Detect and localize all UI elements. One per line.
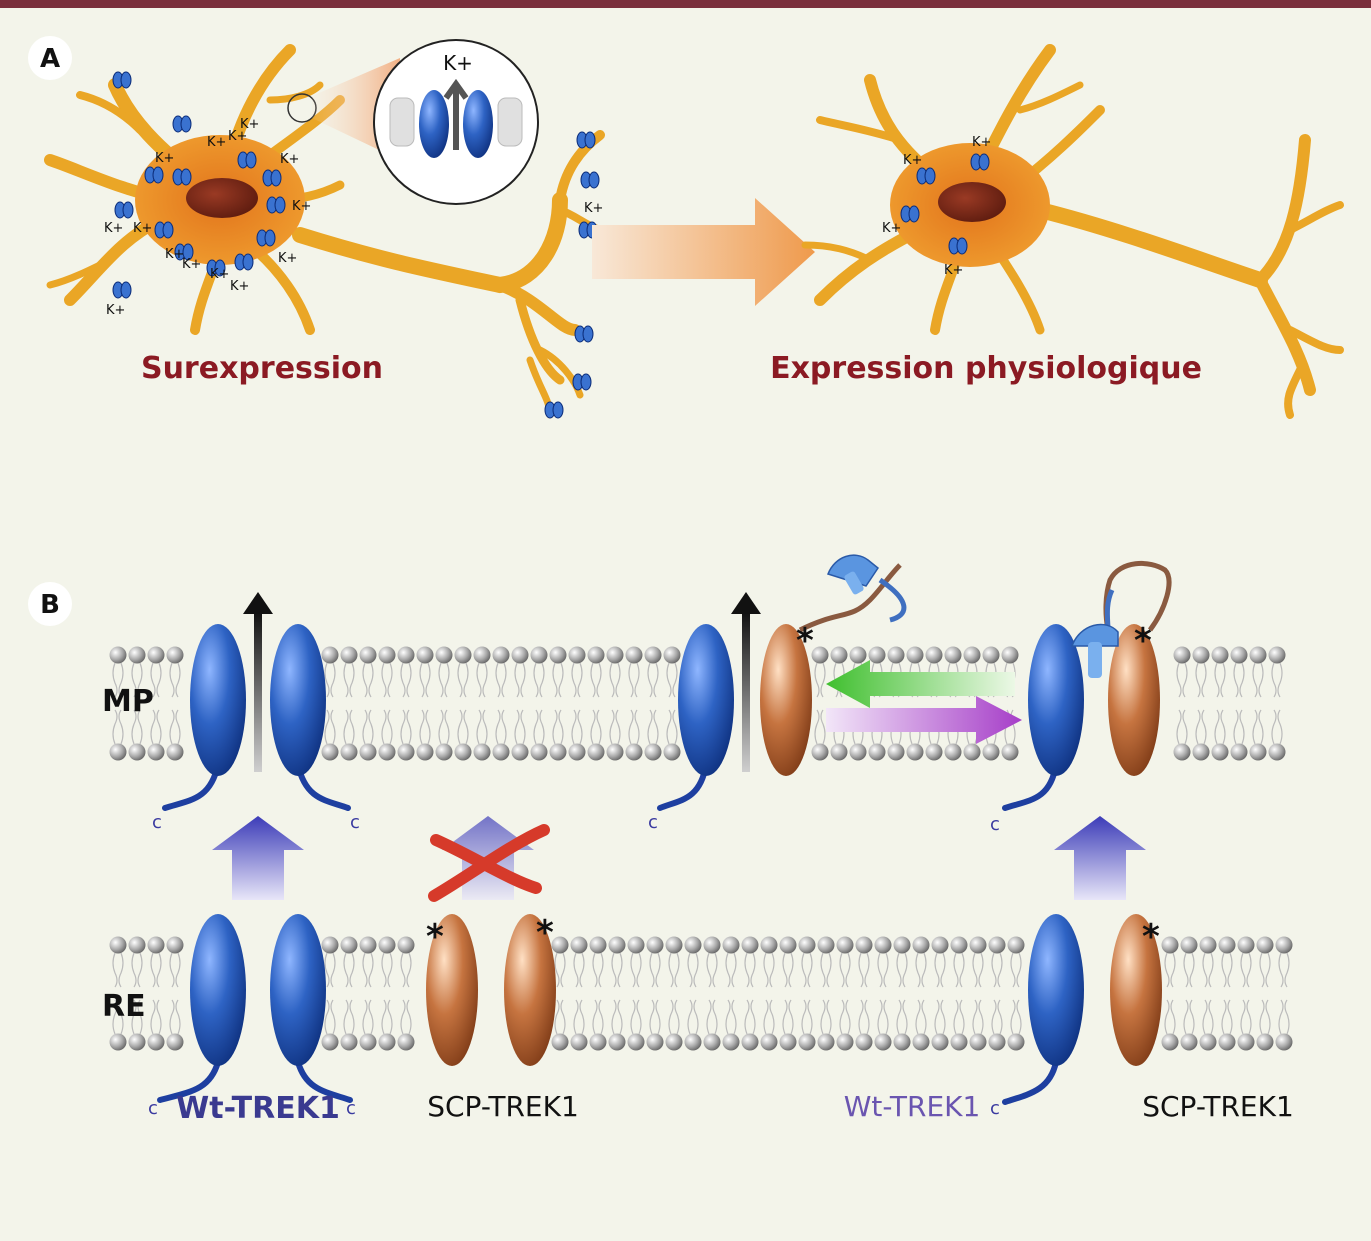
re-label: RE	[102, 989, 146, 1024]
reticulum-membrane	[109, 936, 1293, 1051]
inset-k-ion-label: K+	[443, 51, 473, 75]
k-ion-label: K+	[133, 221, 152, 236]
caption-surexpression: Surexpression	[141, 351, 383, 386]
k-ion-label: K+	[230, 279, 249, 294]
k-ion-label: K+	[292, 199, 311, 214]
k-ion-label: K+	[882, 221, 901, 236]
trafficking-arrow	[1054, 816, 1146, 900]
phospho-star: *	[1142, 917, 1160, 957]
panel-b-letter: B	[40, 590, 60, 620]
purple-arrow	[826, 696, 1022, 744]
c-terminal-label: c	[990, 1098, 1000, 1119]
mp-label: MP	[102, 684, 154, 719]
phospho-star: *	[796, 621, 814, 661]
blocked-trafficking	[428, 816, 550, 902]
label-scp-trek1-left: SCP-TREK1	[427, 1090, 579, 1123]
c-terminal-label: c	[346, 1098, 356, 1119]
channel-inset: K+	[373, 39, 539, 205]
phospho-star: *	[1134, 621, 1152, 661]
top-border	[0, 0, 1371, 8]
heterodimer-mp-open	[657, 554, 907, 811]
label-wt-trek1: Wt-TREK1	[844, 1090, 981, 1123]
wt-trek1-dimer-mp	[162, 592, 351, 811]
k-ion-label: K+	[106, 303, 125, 318]
heterodimer-mp-closed	[1002, 560, 1172, 811]
phospho-star: *	[426, 917, 444, 957]
k-ion-label: K+	[280, 152, 299, 167]
panel-b-badge	[28, 582, 72, 626]
k-ion-label: K+	[207, 135, 226, 150]
c-terminal-label: c	[148, 1098, 158, 1119]
phospho-star: *	[536, 913, 554, 953]
caption-expression-physiologique: Expression physiologique	[770, 351, 1202, 386]
c-terminal-label: c	[152, 812, 162, 833]
k-ion-label: K+	[972, 135, 991, 150]
k-ion-label: K+	[584, 201, 603, 216]
transition-arrow	[592, 198, 815, 306]
scp-trek1-dimer-re	[426, 914, 556, 1066]
wt-trek1-dimer-re	[157, 914, 353, 1103]
c-terminal-label: c	[990, 814, 1000, 835]
panel-a-letter: A	[40, 44, 60, 74]
heterodimer-re	[1002, 914, 1162, 1105]
c-terminal-label: c	[350, 812, 360, 833]
panel-a-badge	[28, 36, 72, 80]
c-terminal-label: c	[648, 812, 658, 833]
green-arrow	[826, 660, 1015, 708]
neuron-physiological: K+ K+ K+ K+	[801, 44, 1344, 419]
label-scp-trek1-right: SCP-TREK1	[1142, 1090, 1294, 1123]
k-ion-label: K+	[104, 221, 123, 236]
k-ion-label: K+	[182, 257, 201, 272]
k-ion-label: K+	[210, 267, 229, 282]
k-ion-label: K+	[165, 247, 184, 262]
label-wt-trek1-bold: Wt-TREK1	[176, 1091, 340, 1126]
trafficking-arrow	[212, 816, 304, 900]
k-ion-label: K+	[240, 117, 259, 132]
k-ion-label: K+	[155, 151, 174, 166]
k-ion-label: K+	[228, 129, 247, 144]
k-ion-label: K+	[944, 263, 963, 278]
k-ion-label: K+	[278, 251, 297, 266]
k-ion-label: K+	[903, 153, 922, 168]
